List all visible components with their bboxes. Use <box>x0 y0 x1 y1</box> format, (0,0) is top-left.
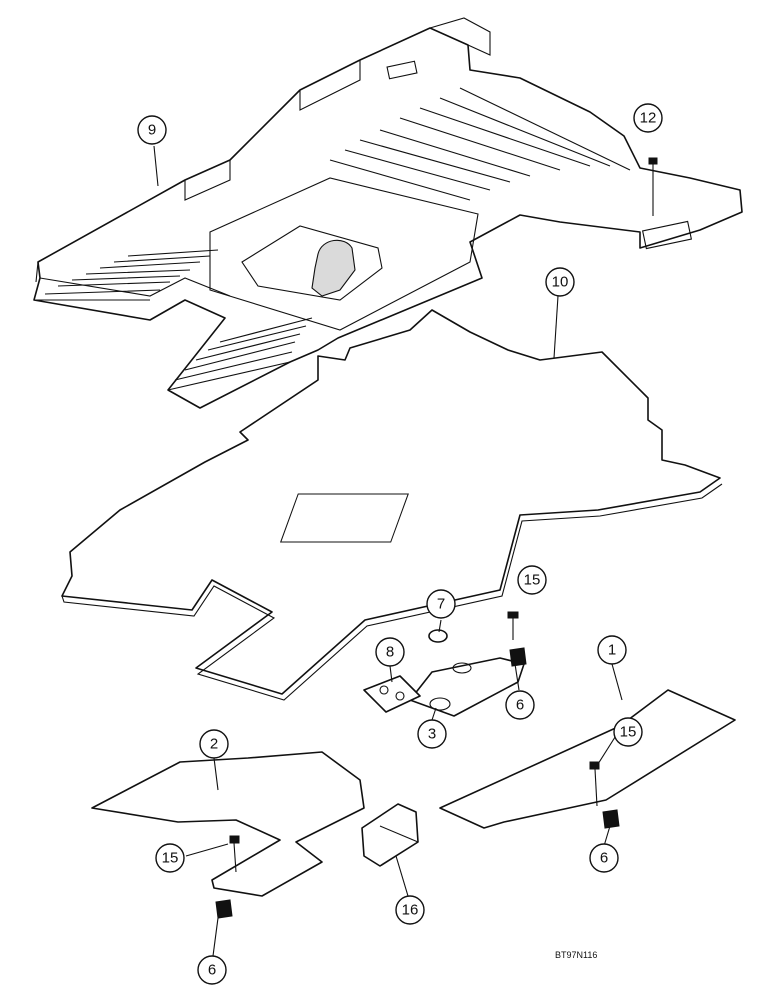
part-16-bracket <box>361 803 419 867</box>
part-9-floor-mat <box>33 17 743 409</box>
callout-6-upper-label: 6 <box>516 697 524 714</box>
callout-6-left-label: 6 <box>208 962 216 979</box>
callout-12-label: 12 <box>640 110 657 127</box>
callout-7: 7 <box>426 589 456 619</box>
callout-8: 8 <box>375 637 405 667</box>
callout-15-left-label: 15 <box>162 850 179 867</box>
callout-6-upper: 6 <box>505 690 535 720</box>
part-8-grommet-block <box>363 675 421 713</box>
callout-12: 12 <box>633 103 663 133</box>
callout-6-right-label: 6 <box>600 850 608 867</box>
callout-6-right: 6 <box>589 843 619 873</box>
leader-lines <box>153 145 623 957</box>
clip-6-upper <box>509 647 527 667</box>
callout-15-right-label: 15 <box>620 724 637 741</box>
callout-1-label: 1 <box>608 642 616 659</box>
clip-6-left <box>215 899 233 919</box>
callout-15-upper-label: 15 <box>524 572 541 589</box>
callout-9-label: 9 <box>148 122 156 139</box>
callout-16: 16 <box>395 895 425 925</box>
callout-3-label: 3 <box>428 726 436 743</box>
drawing-code: BT97N116 <box>555 950 597 960</box>
callout-2: 2 <box>199 729 229 759</box>
callout-16-label: 16 <box>402 902 419 919</box>
clip-6-right <box>602 809 620 829</box>
part-1-cover-plate <box>439 689 736 829</box>
callout-10: 10 <box>545 267 575 297</box>
bolt-15-left <box>229 835 240 873</box>
part-10-underlay <box>61 309 723 701</box>
part-7-plug <box>428 629 448 643</box>
callout-1: 1 <box>597 635 627 665</box>
callout-7-label: 7 <box>437 596 445 613</box>
callout-15-right: 15 <box>613 717 643 747</box>
part-2-cover-plate <box>91 751 365 897</box>
bolt-15-upper <box>507 611 519 640</box>
bolt-12 <box>648 157 658 216</box>
callout-15-left: 15 <box>155 843 185 873</box>
callout-15-upper: 15 <box>517 565 547 595</box>
callout-8-label: 8 <box>386 644 394 661</box>
callout-2-label: 2 <box>210 736 218 753</box>
callout-3: 3 <box>417 719 447 749</box>
callout-10-label: 10 <box>552 274 569 291</box>
callout-6-left: 6 <box>197 955 227 985</box>
callout-9: 9 <box>137 115 167 145</box>
bolt-15-right <box>589 761 600 807</box>
